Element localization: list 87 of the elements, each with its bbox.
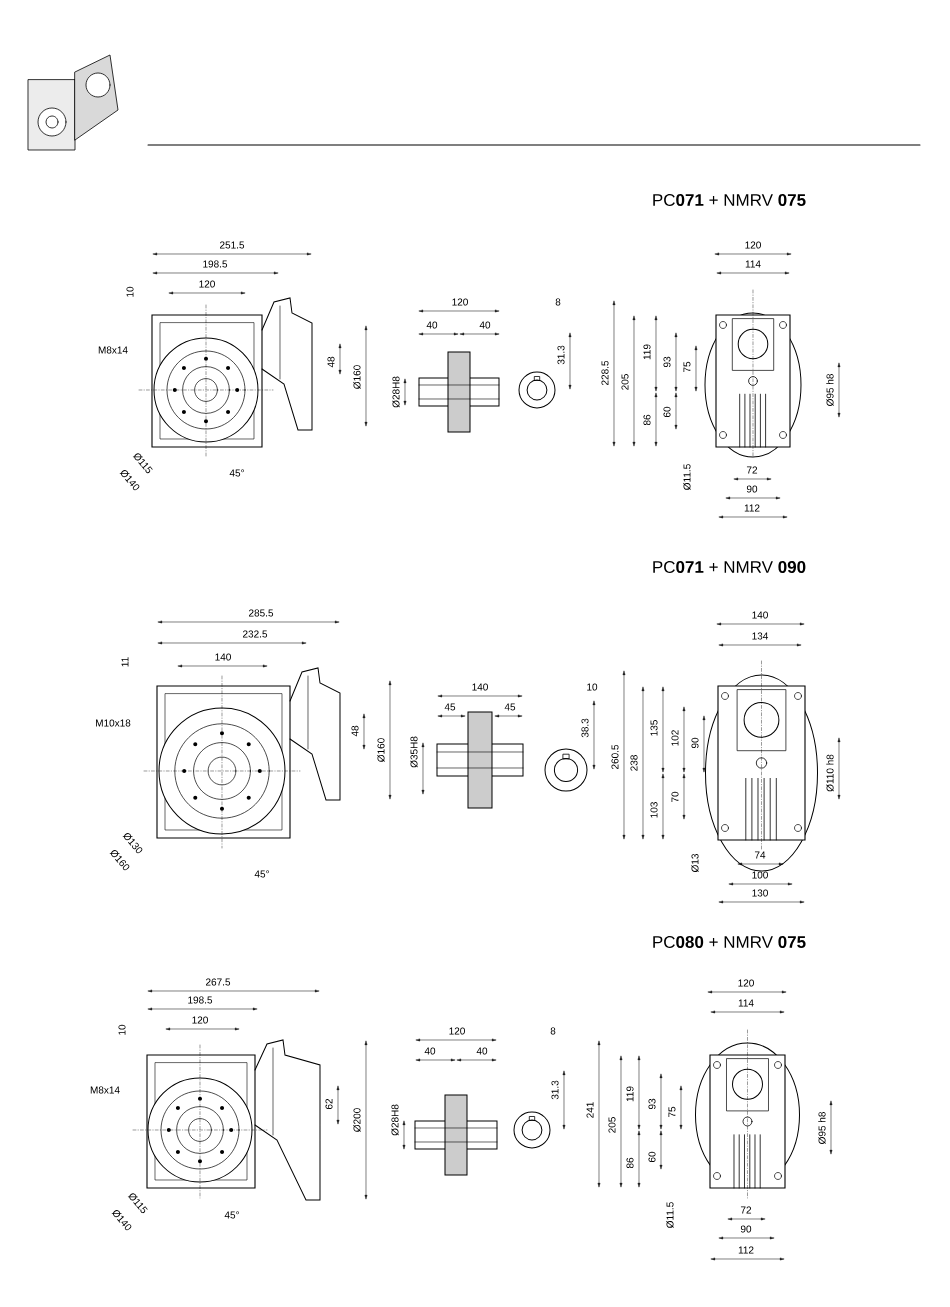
dimension-label: Ø35H8 [410, 736, 418, 768]
dimension-label: 232.5 [243, 630, 268, 638]
dimension-label: Ø28H8 [392, 376, 400, 408]
dimension-label: 86 [626, 1157, 634, 1169]
dimension-label: 90 [691, 737, 699, 749]
dimension-label: 75 [668, 1106, 676, 1118]
dimension-label: 38.3 [581, 718, 589, 738]
dimension-label: 205 [621, 374, 629, 390]
dimension-label: 93 [663, 356, 671, 368]
dimension-label: 205 [608, 1117, 616, 1133]
dimension-label: 10 [126, 286, 134, 297]
dimension-label: 140 [752, 611, 768, 619]
dimension-label: Ø95 h8 [826, 374, 834, 407]
dimension-label: 251.5 [220, 241, 245, 249]
dimension-label: 75 [683, 361, 691, 373]
dimension-label: 140 [215, 653, 231, 661]
dimension-label: Ø110 h8 [826, 754, 834, 792]
dimension-label: 40 [476, 1047, 488, 1055]
dimension-label: 60 [663, 406, 671, 418]
dimension-label: 120 [192, 1016, 208, 1024]
dimension-label: 140 [472, 683, 488, 691]
dimension-label: 93 [648, 1098, 656, 1110]
dimension-label: 198.5 [203, 260, 228, 268]
dimension-label: 10 [587, 683, 598, 691]
dimension-label: 238 [630, 755, 638, 771]
dimension-label: M8x14 [90, 1086, 120, 1094]
dimension-label: Ø200 [353, 1108, 361, 1132]
dimension-label: 114 [738, 999, 754, 1007]
dimension-label: 90 [746, 485, 758, 493]
dimension-label: 100 [752, 871, 768, 879]
dimension-label: 260.5 [611, 744, 619, 769]
dimension-label: Ø160 [377, 738, 385, 762]
dimension-label: 130 [752, 889, 768, 897]
dimension-label: 45° [254, 870, 269, 878]
dimension-label: 135 [650, 720, 658, 736]
dimension-label: 45 [444, 703, 456, 711]
dimension-label: 228.5 [601, 360, 609, 385]
dimension-label: 285.5 [249, 609, 274, 617]
dimension-label: Ø95 h8 [818, 1112, 826, 1145]
dimension-label: 120 [738, 979, 754, 987]
dimension-label: 112 [744, 504, 760, 512]
dimension-label: 60 [648, 1151, 656, 1163]
dimension-label: 45° [224, 1211, 239, 1219]
dimension-label: 134 [752, 632, 769, 640]
dimension-label: 86 [643, 414, 651, 426]
dimension-label: 112 [738, 1246, 754, 1254]
dimension-label: 102 [671, 730, 679, 746]
dimension-label: 31.3 [551, 1080, 559, 1100]
dimension-label: 120 [452, 298, 468, 306]
dimension-label: 120 [745, 241, 761, 249]
dimension-label: Ø11.5 [666, 1202, 674, 1228]
dimension-label: M10x18 [96, 719, 131, 727]
dimension-label: 198.5 [188, 996, 213, 1004]
dimension-label: 11 [121, 657, 129, 667]
dimension-label: Ø28H8 [391, 1104, 399, 1136]
dimension-label: 90 [740, 1225, 752, 1233]
dimension-label: 45 [504, 703, 516, 711]
dimension-label: 8 [550, 1027, 556, 1035]
dimension-label: Ø13 [691, 854, 699, 873]
dimension-label: 72 [740, 1206, 752, 1214]
dimension-label: 31.3 [557, 345, 565, 365]
dimension-label: 72 [746, 466, 758, 474]
dimension-label: 241 [586, 1102, 594, 1118]
model-heading: PC071 + NMRV 090 [653, 560, 806, 573]
dimension-label: 48 [351, 725, 359, 737]
dimension-label: 74 [754, 851, 766, 859]
dimension-label: 48 [327, 356, 335, 368]
dimension-label: 114 [745, 260, 761, 268]
dimension-label: 70 [671, 791, 679, 803]
dimension-label: 10 [118, 1024, 126, 1035]
dimension-label: 45° [229, 469, 244, 477]
dimension-label: Ø160 [353, 365, 361, 389]
dimension-label: 120 [449, 1027, 465, 1035]
dimension-label: 120 [199, 280, 215, 288]
dimension-label: 103 [650, 802, 658, 818]
dimension-label: 267.5 [206, 978, 231, 986]
model-heading: PC080 + NMRV 075 [653, 935, 806, 948]
dimension-label: 40 [426, 321, 438, 329]
model-heading: PC071 + NMRV 075 [653, 193, 806, 206]
dimension-label: 40 [424, 1047, 436, 1055]
dimension-label: 119 [643, 344, 651, 360]
dimension-label: 62 [325, 1098, 333, 1110]
dimension-label: 8 [555, 298, 561, 306]
dimension-label: M8x14 [98, 346, 128, 354]
dimension-label: Ø11.5 [683, 464, 691, 490]
dimension-label: 119 [626, 1086, 634, 1102]
dimension-label: 40 [479, 321, 491, 329]
